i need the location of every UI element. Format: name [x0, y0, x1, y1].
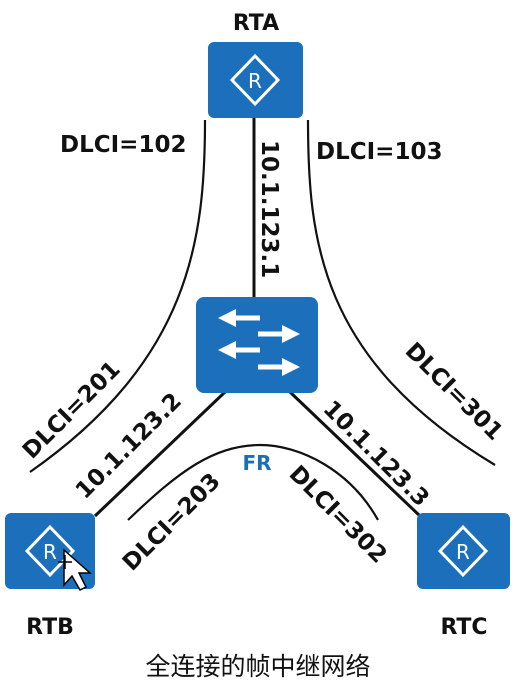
vc-rta-rtb	[29, 119, 207, 473]
router-icon	[208, 42, 303, 118]
router-rtb-label: RTB	[26, 615, 74, 640]
vc-rta-rtc	[306, 119, 496, 466]
dlci-301-label: DLCI=301	[400, 338, 508, 446]
switch-arrows-icon	[218, 309, 300, 376]
svg-text:R: R	[456, 540, 470, 564]
router-rta[interactable]: R	[208, 42, 303, 118]
dlci-102-label: DLCI=102	[60, 132, 186, 158]
frame-relay-switch[interactable]	[196, 297, 318, 393]
router-symbol-icon: R	[24, 524, 76, 578]
frame-relay-label: FR	[242, 451, 271, 475]
router-rtc[interactable]: R	[417, 513, 510, 589]
router-rta-label: RTA	[233, 11, 279, 36]
diagram-caption: 全连接的帧中继网络	[145, 652, 370, 681]
router-symbol-icon: R	[437, 524, 489, 578]
frame-relay-switch-icon	[196, 297, 318, 393]
dlci-103-label: DLCI=103	[316, 139, 442, 165]
link-rtb-switch	[93, 390, 227, 518]
move-cursor-icon	[58, 548, 92, 591]
link-rtc-switch	[288, 390, 422, 518]
router-rtc-label: RTC	[440, 615, 487, 640]
dlci-203-label: DLCI=203	[118, 468, 226, 576]
ip-rta-label: 10.1.123.1	[256, 140, 282, 278]
router-icon	[417, 513, 510, 589]
router-symbol-icon: R	[229, 53, 281, 107]
svg-text:R: R	[43, 540, 57, 564]
svg-text:R: R	[248, 69, 262, 93]
vc-rtb-rtc	[127, 443, 379, 521]
